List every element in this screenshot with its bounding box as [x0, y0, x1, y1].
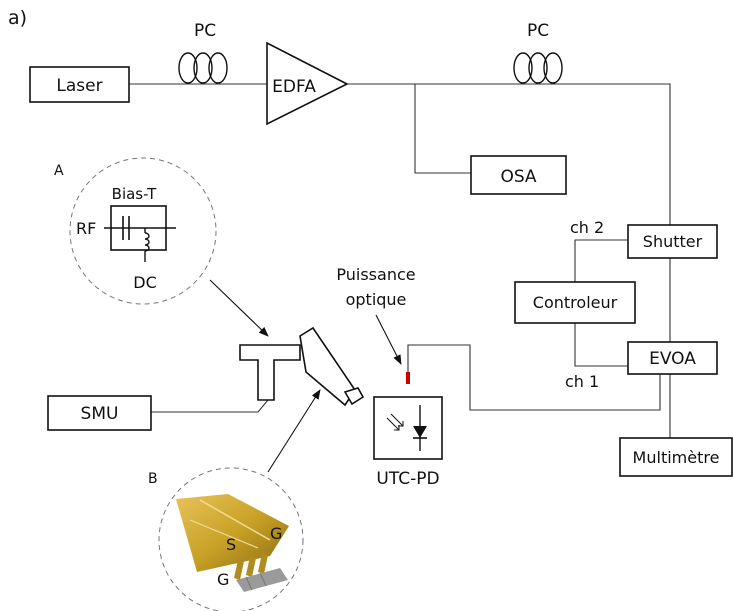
channel-2-label: ch 2 [570, 218, 604, 237]
channel-1-label: ch 1 [565, 372, 599, 391]
multimetre-label: Multimètre [633, 448, 720, 467]
gsg-probe-tip-icon [176, 494, 289, 592]
probe-g-right-label: G [270, 524, 282, 543]
laser-label: Laser [56, 76, 102, 96]
shutter-box: Shutter [627, 224, 718, 259]
dc-port-label: DC [133, 273, 157, 292]
edfa-amplifier: EDFA [266, 41, 349, 126]
inset-a-arrow [209, 279, 269, 337]
pc-2-loop-icon [543, 52, 563, 84]
inset-a: A Bias-T RF DC [54, 157, 217, 305]
inset-a-label: A [54, 163, 64, 179]
fiber-path [129, 83, 671, 438]
smu-label: SMU [81, 404, 119, 424]
controleur-box: Controleur [514, 281, 636, 324]
polarization-controller-1: PC [178, 21, 228, 84]
optical-power-label-line2: optique [346, 290, 407, 309]
multimetre-box: Multimètre [619, 437, 733, 477]
laser-box: Laser [29, 66, 130, 103]
edfa-label: EDFA [272, 77, 316, 97]
polarization-controller-2: PC [513, 21, 563, 84]
inset-b-label: B [148, 471, 158, 487]
utc-pd-device: UTC-PD [373, 396, 443, 489]
optical-input-marker [406, 372, 410, 384]
optical-power-arrow [375, 314, 402, 365]
pc-1-label: PC [194, 21, 216, 41]
bias-t-schematic-icon [104, 205, 176, 262]
bias-t-label: Bias-T [112, 185, 158, 203]
utc-pd-label: UTC-PD [376, 469, 439, 489]
rf-probe [299, 326, 365, 407]
pc-2-label: PC [527, 21, 549, 41]
pc-1-loop-icon [178, 52, 198, 84]
pc-1-loop-icon [193, 52, 213, 84]
shutter-label: Shutter [643, 232, 703, 251]
pc-2-loop-icon [513, 52, 533, 84]
inset-b-arrow [267, 389, 321, 473]
osa-box: OSA [470, 155, 567, 195]
osa-label: OSA [500, 167, 536, 187]
rf-port-label: RF [76, 219, 96, 238]
electrical-wiring [151, 239, 628, 413]
smu-box: SMU [47, 395, 152, 431]
evoa-box: EVOA [627, 341, 718, 375]
controleur-label: Controleur [533, 293, 618, 312]
probe-g-left-label: G [217, 570, 229, 589]
photodiode-icon [386, 405, 427, 451]
pc-2-loop-icon [528, 52, 548, 84]
pc-1-loop-icon [208, 52, 228, 84]
probe-mount [239, 344, 301, 401]
optical-power-label-line1: Puissance [336, 265, 415, 284]
evoa-label: EVOA [649, 349, 696, 369]
panel-label: a) [8, 7, 27, 29]
probe-s-label: S [226, 535, 236, 554]
inset-b: B G S G [148, 467, 304, 611]
